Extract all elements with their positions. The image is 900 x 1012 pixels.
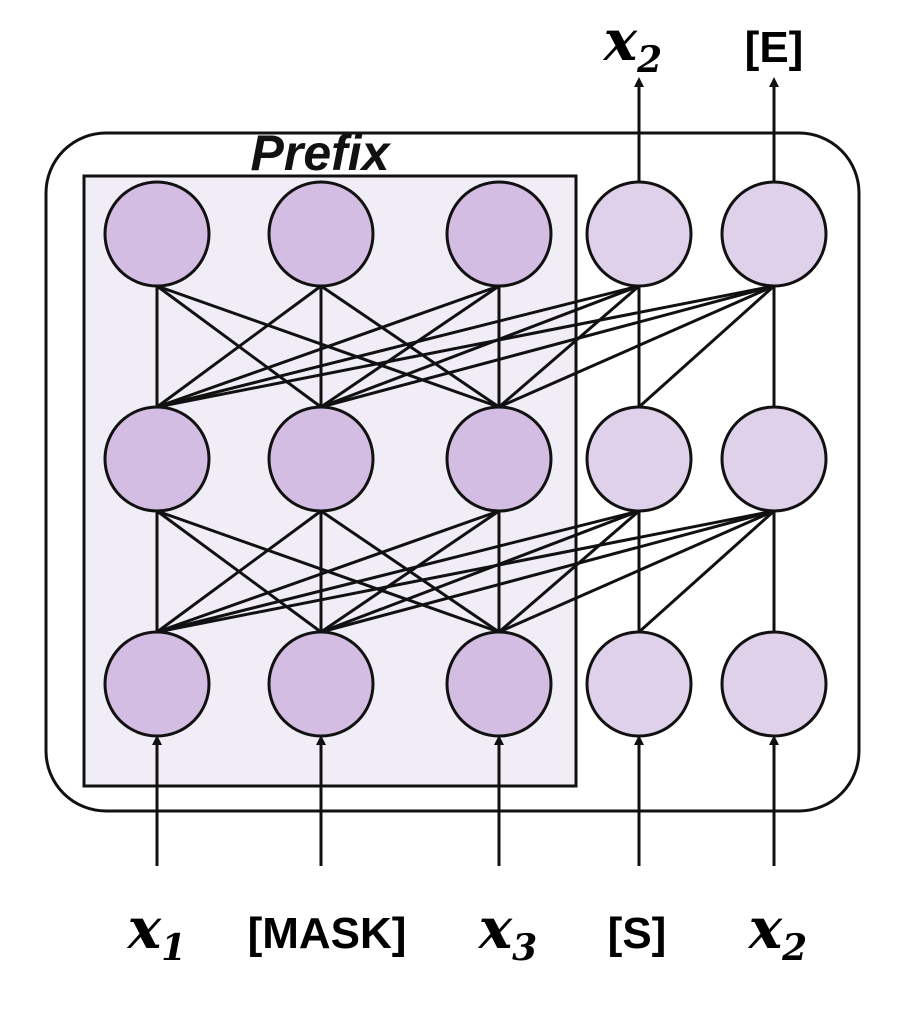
input-token-x1: x1 xyxy=(127,896,186,969)
generation-node-middle-4 xyxy=(585,405,693,513)
generation-node-bottom-4 xyxy=(585,630,693,738)
attention-edge xyxy=(320,284,640,409)
input-token-mask: [MASK] xyxy=(248,909,407,958)
attention-edge xyxy=(320,509,775,634)
output-token-end: [E] xyxy=(745,23,804,72)
attention-edge xyxy=(320,284,500,409)
attention-edge xyxy=(498,284,775,409)
attention-edge xyxy=(320,284,775,409)
prefix-node-bottom-3 xyxy=(445,630,553,738)
input-token-x3: x3 xyxy=(478,896,537,969)
token-nodes xyxy=(103,180,828,738)
input-token-start: [S] xyxy=(608,909,667,958)
input-token-x2: x2 xyxy=(748,896,807,969)
output-token-x2: x2 xyxy=(603,8,662,81)
io-arrows xyxy=(152,77,779,866)
prefix-node-middle-3 xyxy=(445,405,553,513)
generation-node-top-4 xyxy=(585,180,693,288)
attention-edge xyxy=(156,284,775,409)
attention-edge xyxy=(156,284,640,409)
prefix-node-top-3 xyxy=(445,180,553,288)
attention-edge xyxy=(156,284,322,409)
attention-edge xyxy=(156,509,640,634)
attention-edge xyxy=(156,509,322,634)
attention-edge xyxy=(498,509,640,634)
generation-node-bottom-5 xyxy=(720,630,828,738)
attention-edge xyxy=(498,284,640,409)
attention-edge xyxy=(320,509,640,634)
attention-edge xyxy=(637,284,776,409)
prefix-label: Prefix xyxy=(251,125,392,181)
attention-edge xyxy=(637,509,776,634)
attention-edge xyxy=(156,509,775,634)
attention-edge xyxy=(156,509,500,634)
prefix-node-bottom-2 xyxy=(267,630,375,738)
generation-node-top-5 xyxy=(720,180,828,288)
attention-edge xyxy=(498,509,775,634)
prefix-node-bottom-1 xyxy=(103,630,211,738)
prefix-node-middle-1 xyxy=(103,405,211,513)
generation-node-middle-5 xyxy=(720,405,828,513)
attention-edge xyxy=(320,509,500,634)
prefix-node-top-1 xyxy=(103,180,211,288)
attention-edge xyxy=(156,284,500,409)
prefix-node-middle-2 xyxy=(267,405,375,513)
prefix-node-top-2 xyxy=(267,180,375,288)
attention-edges xyxy=(155,284,776,634)
